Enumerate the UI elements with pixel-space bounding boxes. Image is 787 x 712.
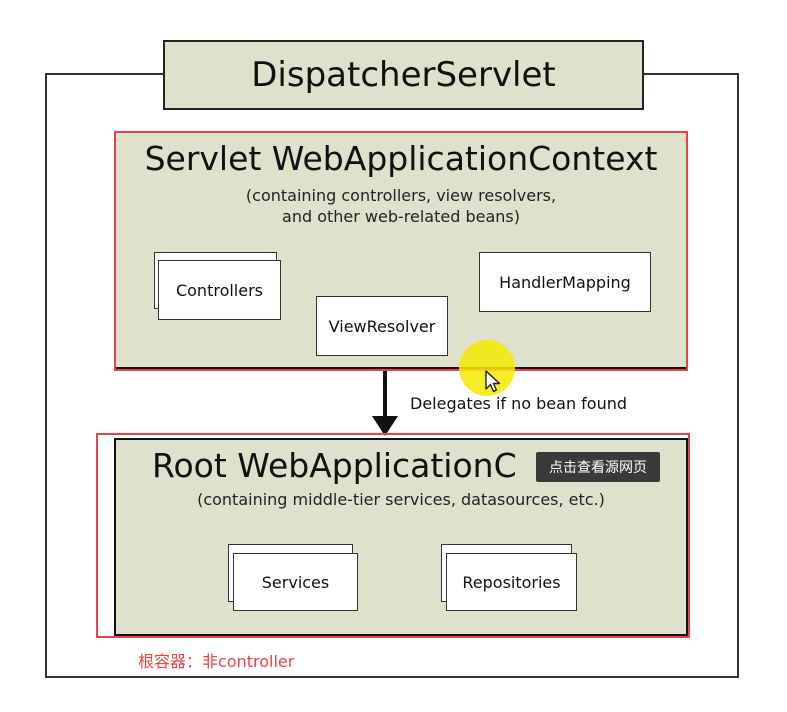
controllers-label: Controllers (175, 280, 264, 300)
servlet-context-subtitle-line2: and other web-related beans) (282, 207, 520, 226)
controllers-bean: Controllers (158, 260, 281, 320)
dispatcher-servlet-box: DispatcherServlet (163, 40, 644, 110)
handler-mapping-bean: HandlerMapping (479, 252, 651, 312)
delegation-label: Delegates if no bean found (410, 394, 628, 413)
root-context-title: Root WebApplicationC (152, 446, 517, 485)
servlet-context-title: Servlet WebApplicationContext (144, 139, 658, 178)
services-bean: Services (233, 553, 358, 611)
repositories-bean: Repositories (446, 553, 577, 611)
repositories-label: Repositories (462, 572, 561, 592)
services-label: Services (261, 572, 330, 592)
view-resolver-bean: ViewResolver (316, 296, 448, 356)
root-context-subtitle: (containing middle-tier services, dataso… (197, 490, 605, 509)
handler-mapping-label: HandlerMapping (499, 272, 631, 292)
mouse-pointer-icon (485, 370, 501, 393)
servlet-context-bottom-edge (116, 367, 686, 369)
delegation-arrow-head (372, 416, 398, 436)
root-context-highlight (96, 433, 690, 638)
view-resolver-label: ViewResolver (328, 316, 436, 336)
servlet-context-subtitle-line1: (containing controllers, view resolvers, (245, 186, 557, 205)
dispatcher-servlet-title: DispatcherServlet (251, 55, 556, 95)
view-source-tooltip[interactable]: 点击查看源网页 (536, 452, 660, 482)
root-container-note: 根容器：非controller (138, 652, 295, 671)
delegation-arrow-shaft (383, 371, 387, 419)
view-source-tooltip-label: 点击查看源网页 (549, 460, 647, 476)
